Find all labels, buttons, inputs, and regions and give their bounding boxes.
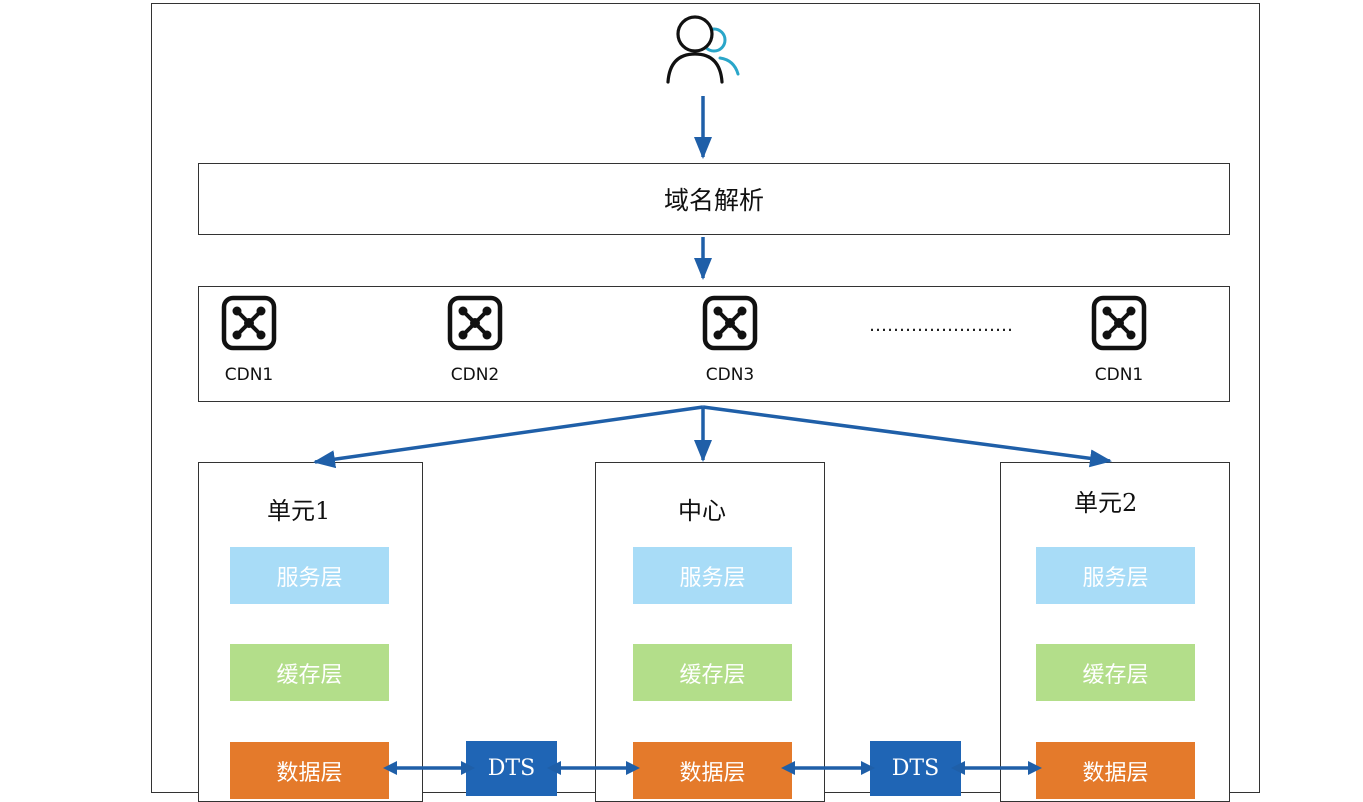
cdn-node: CDN1 [1074, 295, 1164, 385]
cdn-layer-box: CDN1 CDN2 CDN3 …………………… [198, 286, 1230, 402]
arrow-cdn-to-unit-2 [702, 405, 1112, 468]
cache-layer: 缓存层 [1036, 644, 1195, 701]
service-layer: 服务层 [633, 547, 792, 604]
center-box: 中心 服务层 缓存层 数据层 [595, 462, 825, 802]
arrow-cdn-to-unit-1 [313, 405, 704, 469]
dns-resolution-box: 域名解析 [198, 163, 1230, 235]
cdn-node-icon [447, 295, 503, 351]
service-layer: 服务层 [1036, 547, 1195, 604]
cdn-node: CDN3 [685, 295, 775, 385]
cdn-node: CDN2 [430, 295, 520, 385]
unit-title: 单元2 [1074, 489, 1138, 517]
unit-2-box: 单元2 服务层 缓存层 数据层 [1000, 462, 1230, 802]
dns-label: 域名解析 [663, 186, 764, 215]
cache-layer: 缓存层 [230, 644, 389, 701]
cdn-node: CDN1 [204, 295, 294, 385]
cdn-node-icon [221, 295, 277, 351]
cdn-label: CDN1 [1094, 365, 1144, 385]
cdn-ellipsis: …………………… [869, 315, 1013, 336]
cdn-label: CDN1 [224, 365, 274, 385]
user-group-icon [666, 15, 740, 84]
service-layer: 服务层 [230, 547, 389, 604]
cdn-label: CDN3 [705, 365, 755, 385]
cdn-node-icon [1091, 295, 1147, 351]
unit-title: 单元1 [267, 497, 331, 525]
cache-layer: 缓存层 [633, 644, 792, 701]
cdn-node-icon [702, 295, 758, 351]
cdn-label: CDN2 [450, 365, 500, 385]
unit-title: 中心 [678, 497, 726, 525]
connector-arrows [313, 96, 1112, 775]
